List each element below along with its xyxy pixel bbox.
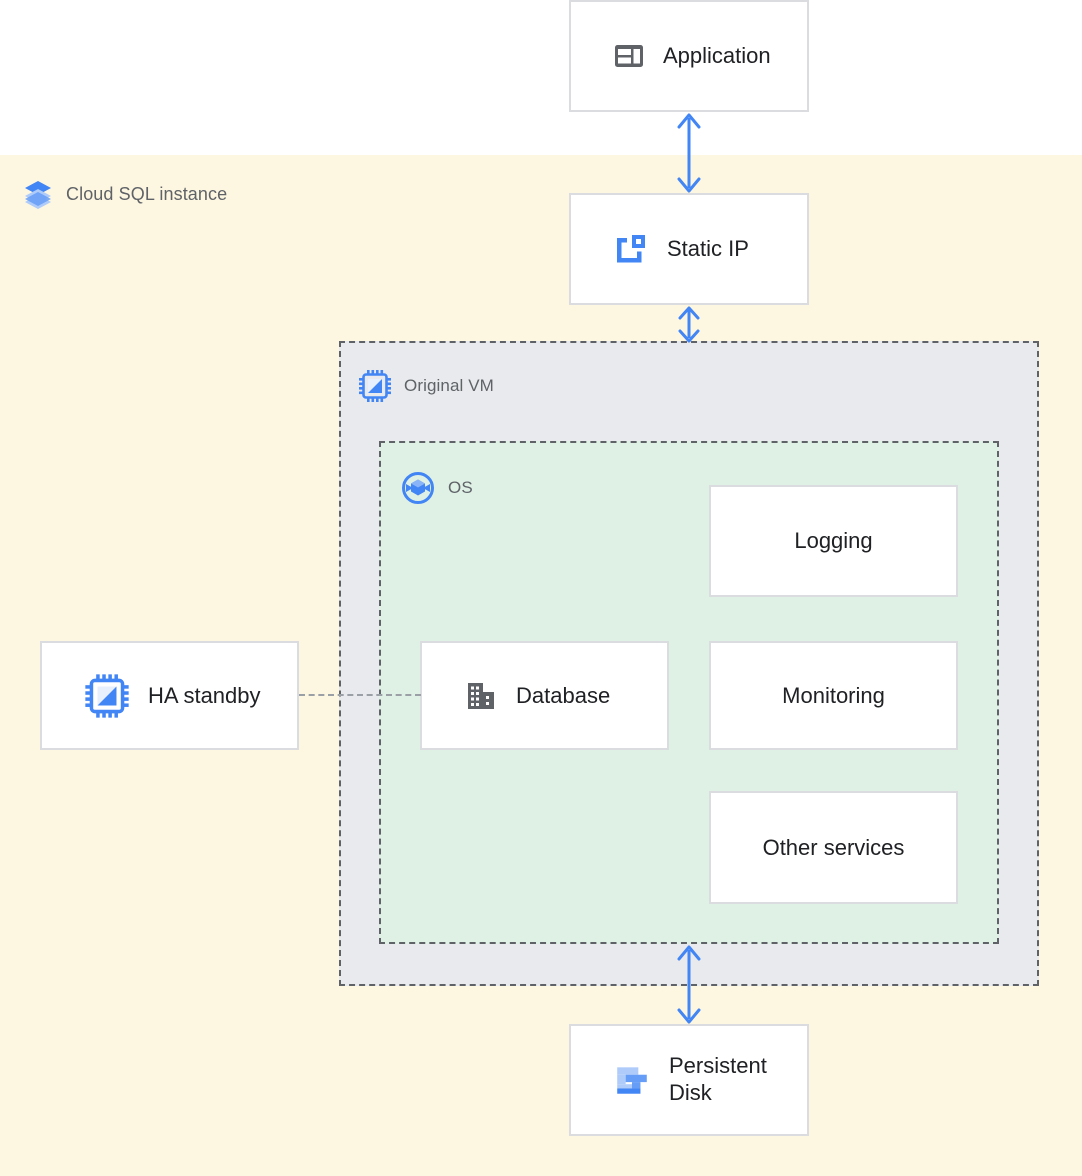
node-label: Database	[516, 682, 611, 708]
region-label-text: Cloud SQL instance	[66, 183, 228, 204]
region-label-text: OS	[448, 478, 473, 497]
node-logging[interactable]: Logging	[709, 485, 958, 597]
node-persistent-disk[interactable]: Persistent Disk	[569, 1024, 809, 1136]
static-ip-icon	[613, 231, 649, 267]
node-label: Monitoring	[782, 682, 885, 708]
node-label: Static IP	[667, 236, 749, 262]
node-database[interactable]: Database	[420, 641, 669, 750]
node-other-services[interactable]: Other services	[709, 791, 958, 904]
cloud-sql-stack-icon	[22, 178, 54, 210]
node-application[interactable]: Application	[569, 0, 809, 112]
node-ha-standby[interactable]: HA standby	[40, 641, 299, 750]
region-label-os: OS	[400, 470, 473, 506]
connector-static-ip-to-original-vm	[663, 305, 715, 343]
connector-original-vm-to-persistent-disk	[663, 944, 715, 1025]
node-label: Other services	[762, 834, 905, 860]
node-static-ip[interactable]: Static IP	[569, 193, 809, 305]
vm-chip-icon	[358, 369, 392, 403]
os-circle-cube-icon	[400, 470, 436, 506]
region-label-original-vm: Original VM	[358, 369, 494, 403]
region-label-text: Original VM	[404, 376, 494, 395]
region-label-cloud-sql-instance: Cloud SQL instance	[22, 178, 227, 210]
node-monitoring[interactable]: Monitoring	[709, 641, 958, 750]
vm-chip-icon	[84, 673, 130, 719]
node-label: Application	[663, 43, 771, 69]
connector-ha-standby-to-database	[299, 694, 421, 696]
database-building-icon	[464, 679, 498, 713]
node-label: Logging	[794, 528, 873, 554]
connector-application-to-static-ip	[663, 112, 715, 194]
node-label: HA standby	[148, 682, 261, 708]
persistent-disk-icon	[613, 1061, 651, 1099]
application-window-icon	[613, 40, 645, 72]
node-label: Persistent Disk	[669, 1053, 767, 1105]
